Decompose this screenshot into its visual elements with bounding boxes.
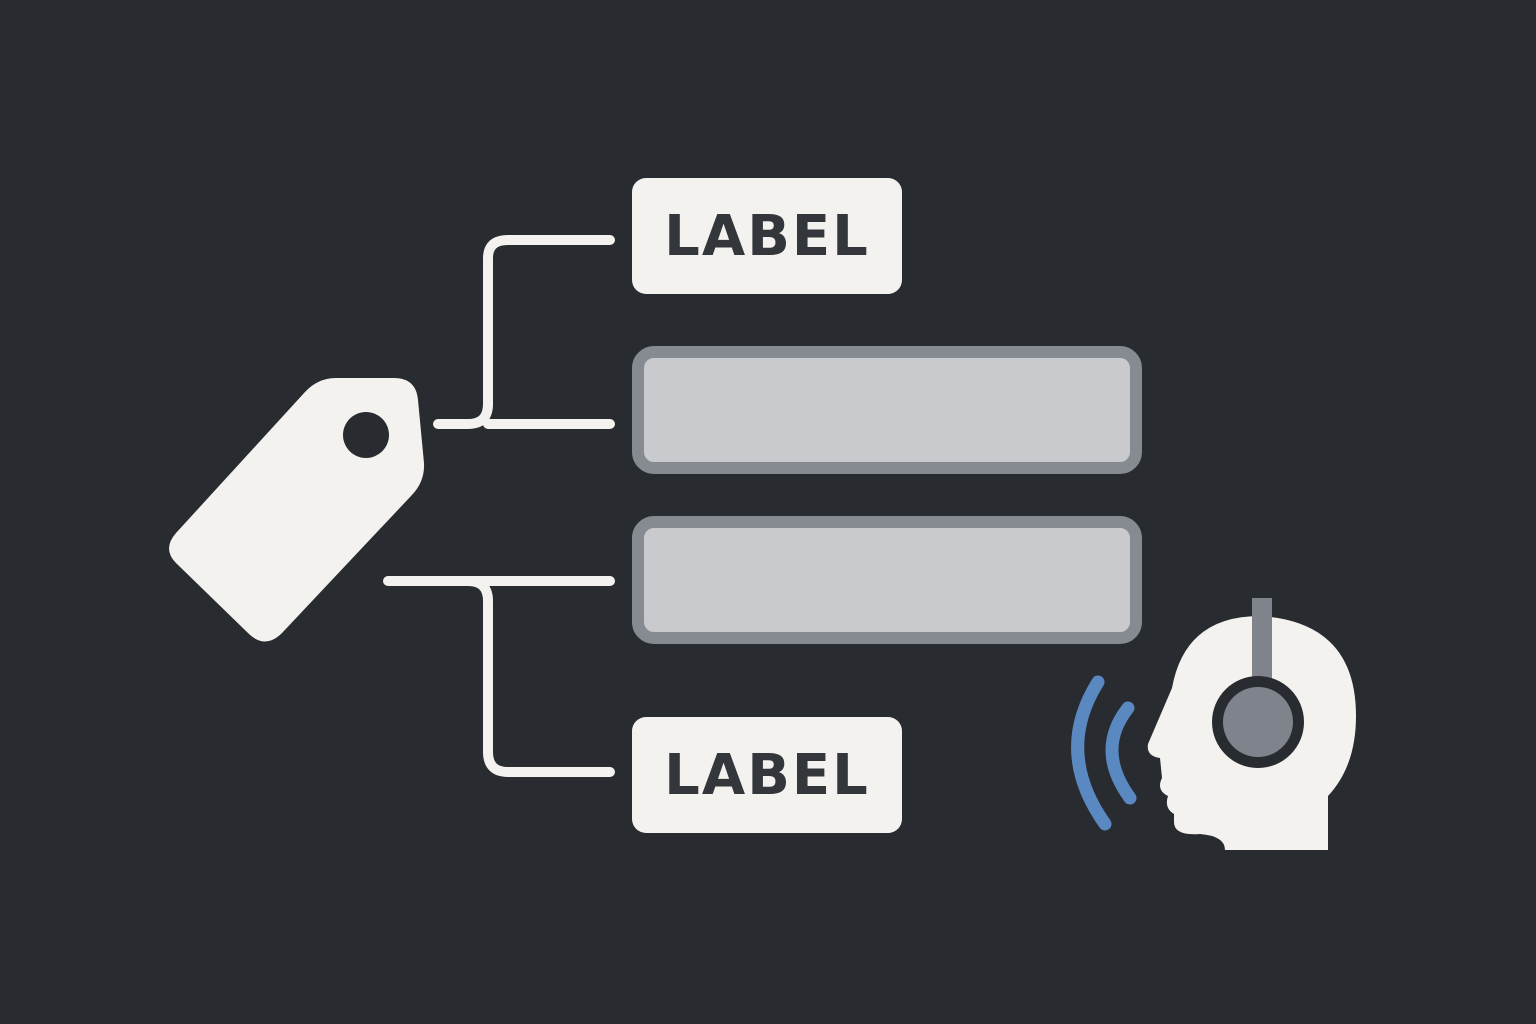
connector-top [433, 235, 615, 429]
input-field-two [632, 516, 1142, 644]
label-top-text: LABEL [664, 203, 870, 269]
price-tag-body [169, 378, 425, 642]
label-bottom-text: LABEL [664, 742, 870, 808]
price-tag-hole [343, 412, 389, 458]
sound-wave-inner [1105, 701, 1137, 805]
label-top: LABEL [632, 178, 902, 294]
connector-bottom [463, 576, 615, 777]
sound-wave-outer [1071, 675, 1112, 831]
headset-band [1252, 598, 1272, 686]
headset-agent-icon [1060, 596, 1370, 856]
headset-earcup [1223, 687, 1293, 757]
sound-wave-icon [1071, 675, 1137, 831]
input-field-one [632, 346, 1142, 474]
price-tag-icon [160, 370, 440, 650]
label-bottom: LABEL [632, 717, 902, 833]
